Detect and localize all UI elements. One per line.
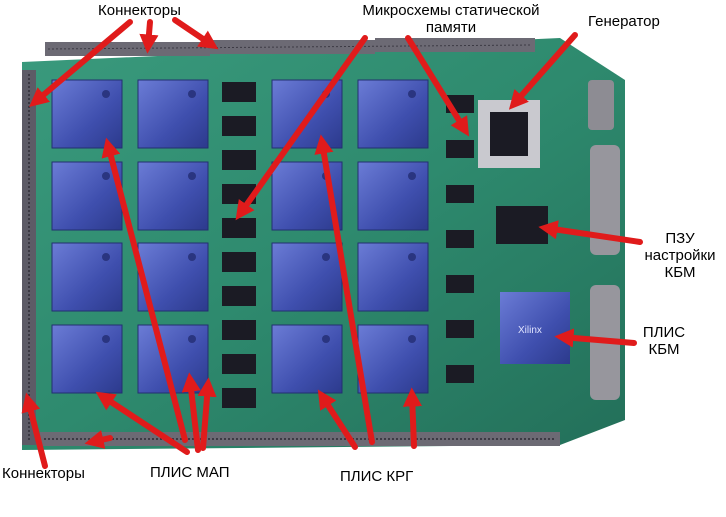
fpga-chip-dot [102, 253, 110, 261]
sram-chip [222, 150, 256, 170]
red-arrow [148, 22, 150, 46]
sram-chip [446, 185, 474, 203]
sram-label-line2: памяти [426, 19, 476, 36]
sram-chip [446, 140, 474, 158]
sram-label: Микросхемы статической памяти [342, 2, 560, 36]
sram-chip [222, 354, 256, 374]
fpga-chip-dot [102, 335, 110, 343]
sram-label-line1: Микросхемы статической [362, 2, 539, 19]
sram-chip [222, 286, 256, 306]
sram-chip [446, 365, 474, 383]
fpga-chip-dot [188, 90, 196, 98]
fpga-chip-dot [408, 172, 416, 180]
sram-chip [222, 82, 256, 102]
fpga-chip [358, 325, 428, 393]
generator-label: Генератор [588, 13, 660, 30]
plis-map-label: ПЛИС МАП [150, 464, 230, 481]
pzu-chip [496, 206, 548, 244]
fpga-chip [358, 80, 428, 148]
plis-kbm-label-line1: ПЛИС [643, 324, 685, 341]
sram-chip [222, 218, 256, 238]
plis-kbm-label-line2: КБМ [648, 341, 679, 358]
pzu-label-line3: КБМ [664, 264, 695, 281]
red-arrow [412, 395, 414, 446]
fpga-chip-dot [408, 253, 416, 261]
fpga-chip [52, 162, 122, 230]
red-arrow [92, 438, 110, 442]
fpga-chip [272, 243, 342, 311]
fpga-chip [52, 325, 122, 393]
sram-chip [222, 116, 256, 136]
fpga-chip [52, 80, 122, 148]
sram-chip [222, 252, 256, 272]
fpga-chip [272, 325, 342, 393]
fpga-chip-dot [188, 172, 196, 180]
fpga-chip-dot [102, 172, 110, 180]
fpga-chip-dot [408, 335, 416, 343]
fpga-chip-dot [322, 335, 330, 343]
sram-chip [222, 388, 256, 408]
fpga-chip-dot [188, 253, 196, 261]
sram-chip [446, 320, 474, 338]
connectors-bottom-label: Коннекторы [2, 465, 85, 482]
sram-chip [222, 320, 256, 340]
fpga-chip [52, 243, 122, 311]
pzu-label-line1: ПЗУ [665, 230, 694, 247]
pzu-label-line2: настройки [644, 247, 715, 264]
fpga-chip-dot [102, 90, 110, 98]
fpga-chip [358, 162, 428, 230]
red-arrow [175, 20, 212, 45]
sram-chip [446, 230, 474, 248]
fpga-chip-dot [322, 253, 330, 261]
fpga-chip-dot [188, 335, 196, 343]
plis-kbm-label: ПЛИС КБМ [630, 324, 698, 358]
fpga-chip [138, 80, 208, 148]
pzu-label: ПЗУ настройки КБМ [640, 230, 720, 281]
plis-krg-label: ПЛИС КРГ [340, 468, 413, 485]
fpga-chip [138, 162, 208, 230]
connectors-top-label: Коннекторы [98, 2, 181, 19]
sram-chip [446, 275, 474, 293]
fpga-chip-dot [408, 90, 416, 98]
fpga-chip [358, 243, 428, 311]
generator-chip [478, 100, 540, 168]
chip-marking-text: Xilinx [518, 325, 542, 336]
